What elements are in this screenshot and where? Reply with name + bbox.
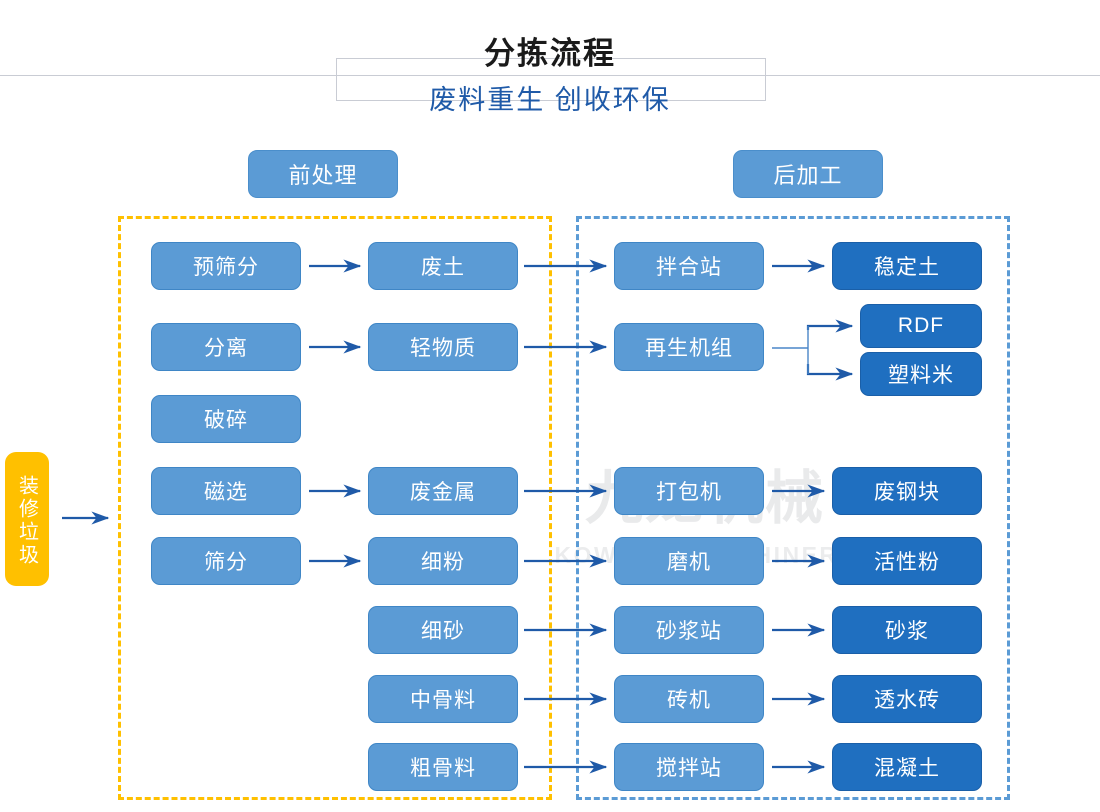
equipment-node-recycling-unit[interactable]: 再生机组 bbox=[614, 323, 764, 371]
process-node-magnetic-separation[interactable]: 磁选 bbox=[151, 467, 301, 515]
equipment-node-concrete-plant[interactable]: 搅拌站 bbox=[614, 743, 764, 791]
page-subtitle: 废料重生 创收环保 bbox=[429, 85, 671, 115]
equipment-node-baler[interactable]: 打包机 bbox=[614, 467, 764, 515]
product-node-permeable-brick[interactable]: 透水砖 bbox=[832, 675, 982, 723]
equipment-node-grinder[interactable]: 磨机 bbox=[614, 537, 764, 585]
product-node-stabilized-soil[interactable]: 稳定土 bbox=[832, 242, 982, 290]
process-node-crushing[interactable]: 破碎 bbox=[151, 395, 301, 443]
equipment-node-brick-machine[interactable]: 砖机 bbox=[614, 675, 764, 723]
header-divider-line bbox=[0, 75, 1100, 76]
input-node-decoration-waste[interactable]: 装修垃圾 bbox=[5, 452, 49, 586]
group-boundary-postprocessing bbox=[576, 216, 1010, 800]
material-node-fine-sand[interactable]: 细砂 bbox=[368, 606, 518, 654]
material-node-light-material[interactable]: 轻物质 bbox=[368, 323, 518, 371]
product-node-active-powder[interactable]: 活性粉 bbox=[832, 537, 982, 585]
equipment-node-mixing-station[interactable]: 拌合站 bbox=[614, 242, 764, 290]
header-frame bbox=[336, 58, 766, 101]
product-node-scrap-steel-block[interactable]: 废钢块 bbox=[832, 467, 982, 515]
product-node-concrete[interactable]: 混凝土 bbox=[832, 743, 982, 791]
page-title: 分拣流程 bbox=[484, 36, 616, 71]
material-node-scrap-metal[interactable]: 废金属 bbox=[368, 467, 518, 515]
process-node-sieving[interactable]: 筛分 bbox=[151, 537, 301, 585]
material-node-fine-powder[interactable]: 细粉 bbox=[368, 537, 518, 585]
material-node-medium-aggregate[interactable]: 中骨料 bbox=[368, 675, 518, 723]
material-node-waste-soil[interactable]: 废土 bbox=[368, 242, 518, 290]
equipment-node-mortar-station[interactable]: 砂浆站 bbox=[614, 606, 764, 654]
product-node-plastic-pellets[interactable]: 塑料米 bbox=[860, 352, 982, 396]
product-node-rdf[interactable]: RDF bbox=[860, 304, 982, 348]
process-node-separation[interactable]: 分离 bbox=[151, 323, 301, 371]
section-header-pretreatment: 前处理 bbox=[248, 150, 398, 198]
material-node-coarse-aggregate[interactable]: 粗骨料 bbox=[368, 743, 518, 791]
process-node-pre-screening[interactable]: 预筛分 bbox=[151, 242, 301, 290]
product-node-mortar[interactable]: 砂浆 bbox=[832, 606, 982, 654]
section-header-postprocessing: 后加工 bbox=[733, 150, 883, 198]
group-boundary-pretreatment bbox=[118, 216, 552, 800]
